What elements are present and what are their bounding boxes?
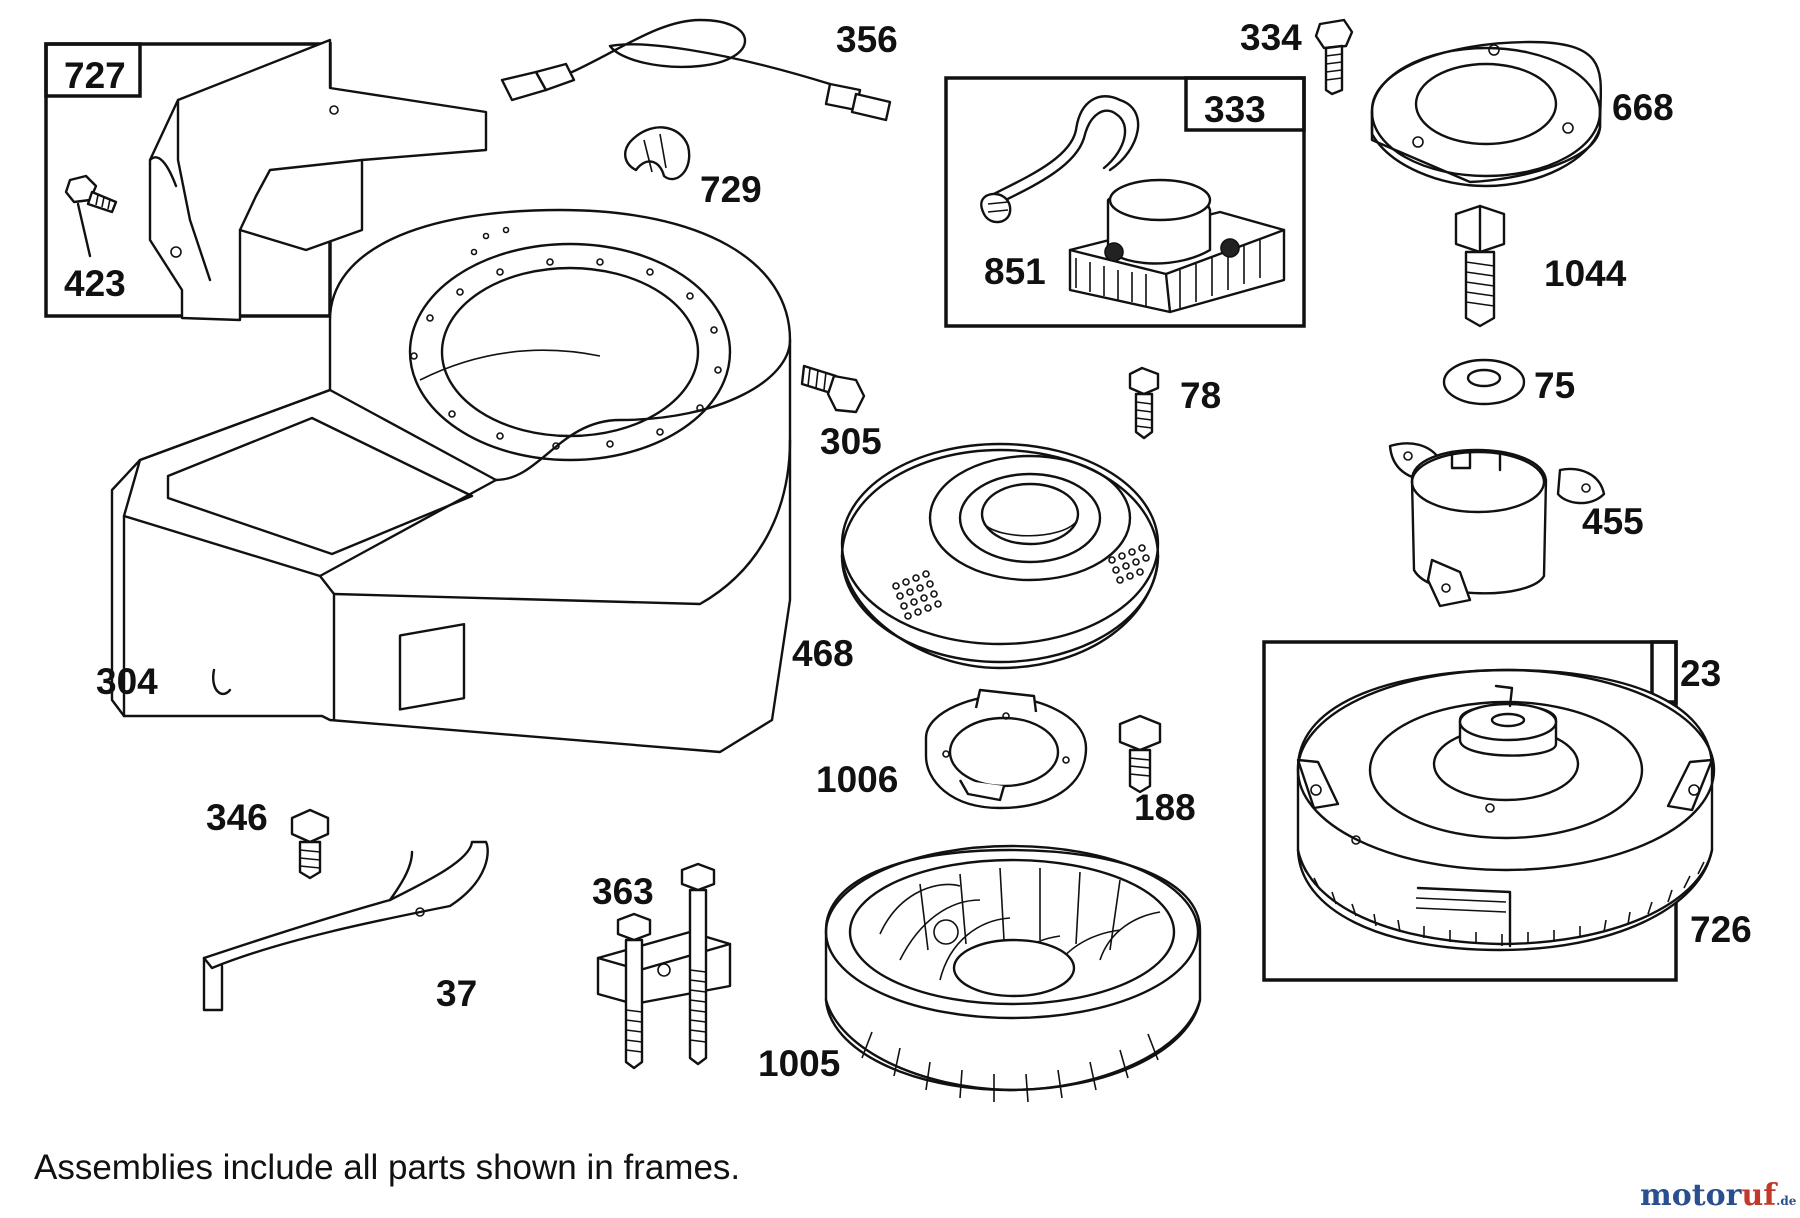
part-727-shield-drawing [148,38,488,322]
part-468-screen-drawing [840,442,1160,670]
label-37: 37 [436,973,477,1014]
label-468: 468 [792,633,854,674]
part-363-bracket-drawing [596,862,732,1070]
label-363: 363 [592,871,654,912]
label-727: 727 [64,55,126,96]
label-455: 455 [1582,501,1644,542]
part-23-flywheel-drawing [1296,668,1716,952]
part-334-screw-drawing [1314,18,1354,96]
part-356-wire-drawing [500,18,892,122]
watermark-part-c: .de [1776,1194,1797,1208]
label-75: 75 [1534,365,1575,406]
label-304: 304 [96,661,158,702]
part-305-screw-drawing [800,364,866,414]
part-1006-retainer-drawing [924,688,1088,810]
part-333-armature-drawing [980,95,1286,314]
label-1005: 1005 [758,1043,840,1084]
label-423: 423 [64,263,126,304]
label-851: 851 [984,251,1046,292]
label-23: 23 [1680,653,1721,694]
label-726: 726 [1690,909,1752,950]
label-346: 346 [206,797,268,838]
label-78: 78 [1180,375,1221,416]
part-668-cup-drawing [1370,40,1603,188]
label-334: 334 [1240,17,1302,58]
part-37-baffle-drawing [202,840,489,1012]
watermark-part-a: motor [1640,1178,1742,1213]
part-455-retainer-drawing [1388,442,1606,608]
part-78-screw-drawing [1128,366,1160,440]
part-1044-nut-drawing [1454,204,1506,328]
footer-note: Assemblies include all parts shown in fr… [34,1148,741,1187]
label-305: 305 [820,421,882,462]
callout-labels: 727 423 356 729 304 305 334 333 851 668 … [64,17,1752,1084]
label-356: 356 [836,19,898,60]
watermark-part-b: uf [1741,1178,1777,1213]
part-75-washer-drawing [1442,358,1526,406]
label-668: 668 [1612,87,1674,128]
part-1005-fan-drawing [824,844,1202,1103]
label-188: 188 [1134,787,1196,828]
watermark: motoruf.de [1640,1178,1796,1213]
label-1006: 1006 [816,759,898,800]
part-346-screw-drawing [290,808,330,880]
label-729: 729 [700,169,762,210]
part-729-clip-drawing [624,126,691,181]
label-1044: 1044 [1544,253,1627,294]
label-333: 333 [1204,89,1266,130]
part-188-screw-drawing [1118,714,1162,794]
part-423-screw-drawing [64,174,118,258]
part-304-housing-drawing [110,208,792,754]
frame-333 [944,76,1306,328]
